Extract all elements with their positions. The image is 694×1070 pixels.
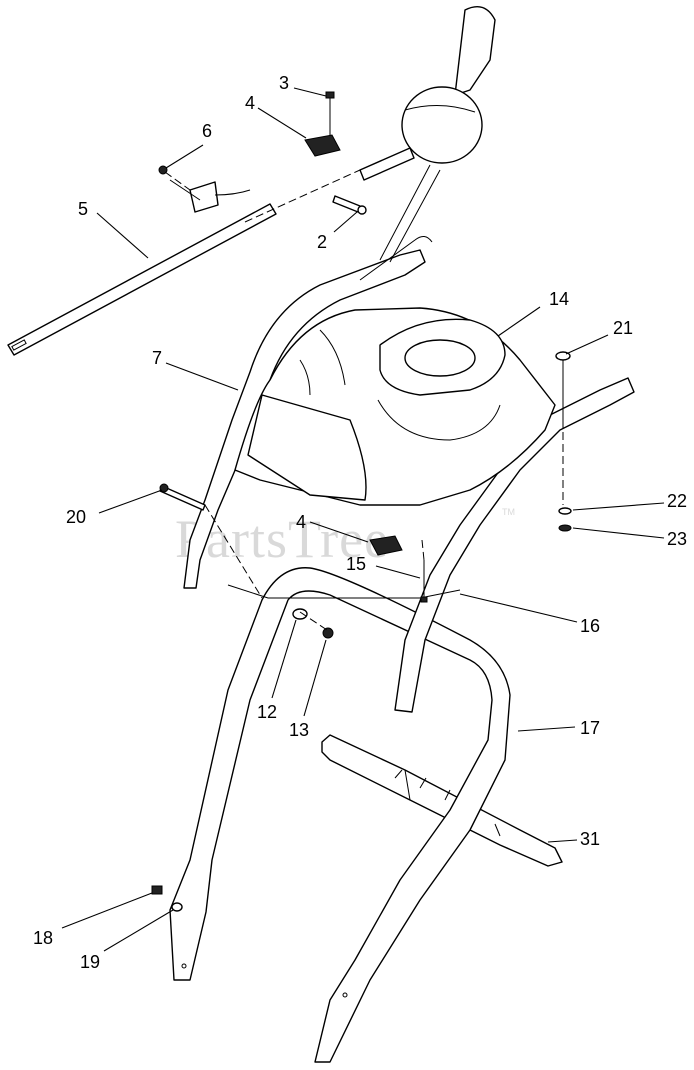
callout-31[interactable]: 31 — [580, 829, 600, 849]
callout-16[interactable]: 16 — [580, 616, 600, 636]
callout-2[interactable]: 2 — [317, 232, 327, 252]
callouts: 3 4 6 5 2 14 21 7 20 22 4 23 15 16 12 17… — [33, 73, 687, 972]
callout-7[interactable]: 7 — [152, 348, 162, 368]
part-22-washer[interactable] — [558, 507, 572, 515]
callout-23[interactable]: 23 — [667, 529, 687, 549]
callout-13[interactable]: 13 — [289, 720, 309, 740]
part-14-chute-ring[interactable] — [377, 318, 506, 441]
part-12-washer[interactable] — [292, 608, 308, 620]
part-23-washer[interactable] — [558, 524, 572, 532]
part-6-bracket[interactable] — [169, 179, 251, 213]
callout-14[interactable]: 14 — [549, 289, 569, 309]
part-19-washer[interactable] — [171, 902, 183, 912]
callout-22[interactable]: 22 — [667, 491, 687, 511]
leader-lines — [61, 87, 665, 952]
part-4-clip-mid[interactable] — [369, 535, 403, 556]
callout-4-top[interactable]: 4 — [245, 93, 255, 113]
callout-18[interactable]: 18 — [33, 928, 53, 948]
part-31-handle-grip[interactable] — [321, 734, 563, 867]
callout-19[interactable]: 19 — [80, 952, 100, 972]
part-13-nut[interactable] — [322, 627, 334, 639]
callout-20[interactable]: 20 — [66, 507, 86, 527]
callout-3[interactable]: 3 — [279, 73, 289, 93]
part-4-clip-top[interactable] — [304, 134, 341, 157]
callout-17[interactable]: 17 — [580, 718, 600, 738]
part-5-rod[interactable] — [7, 203, 277, 356]
part-3-bolt[interactable] — [325, 91, 335, 135]
chute-control-assembly[interactable] — [359, 6, 496, 281]
assembly-guide-lines — [164, 169, 564, 633]
part-20-bolt[interactable] — [159, 483, 206, 511]
callout-15[interactable]: 15 — [346, 554, 366, 574]
watermark-trademark: TM — [502, 507, 515, 517]
callout-4-mid[interactable]: 4 — [296, 512, 306, 532]
part-15-bolt[interactable] — [420, 560, 428, 603]
part-16-upper-handle[interactable] — [183, 249, 635, 713]
callout-6[interactable]: 6 — [202, 121, 212, 141]
callout-12[interactable]: 12 — [257, 702, 277, 722]
part-18-bolt[interactable] — [151, 885, 163, 895]
callout-21[interactable]: 21 — [613, 318, 633, 338]
part-2-pin[interactable] — [332, 195, 367, 215]
part-17-lower-handle[interactable] — [169, 567, 511, 1063]
callout-5[interactable]: 5 — [78, 199, 88, 219]
